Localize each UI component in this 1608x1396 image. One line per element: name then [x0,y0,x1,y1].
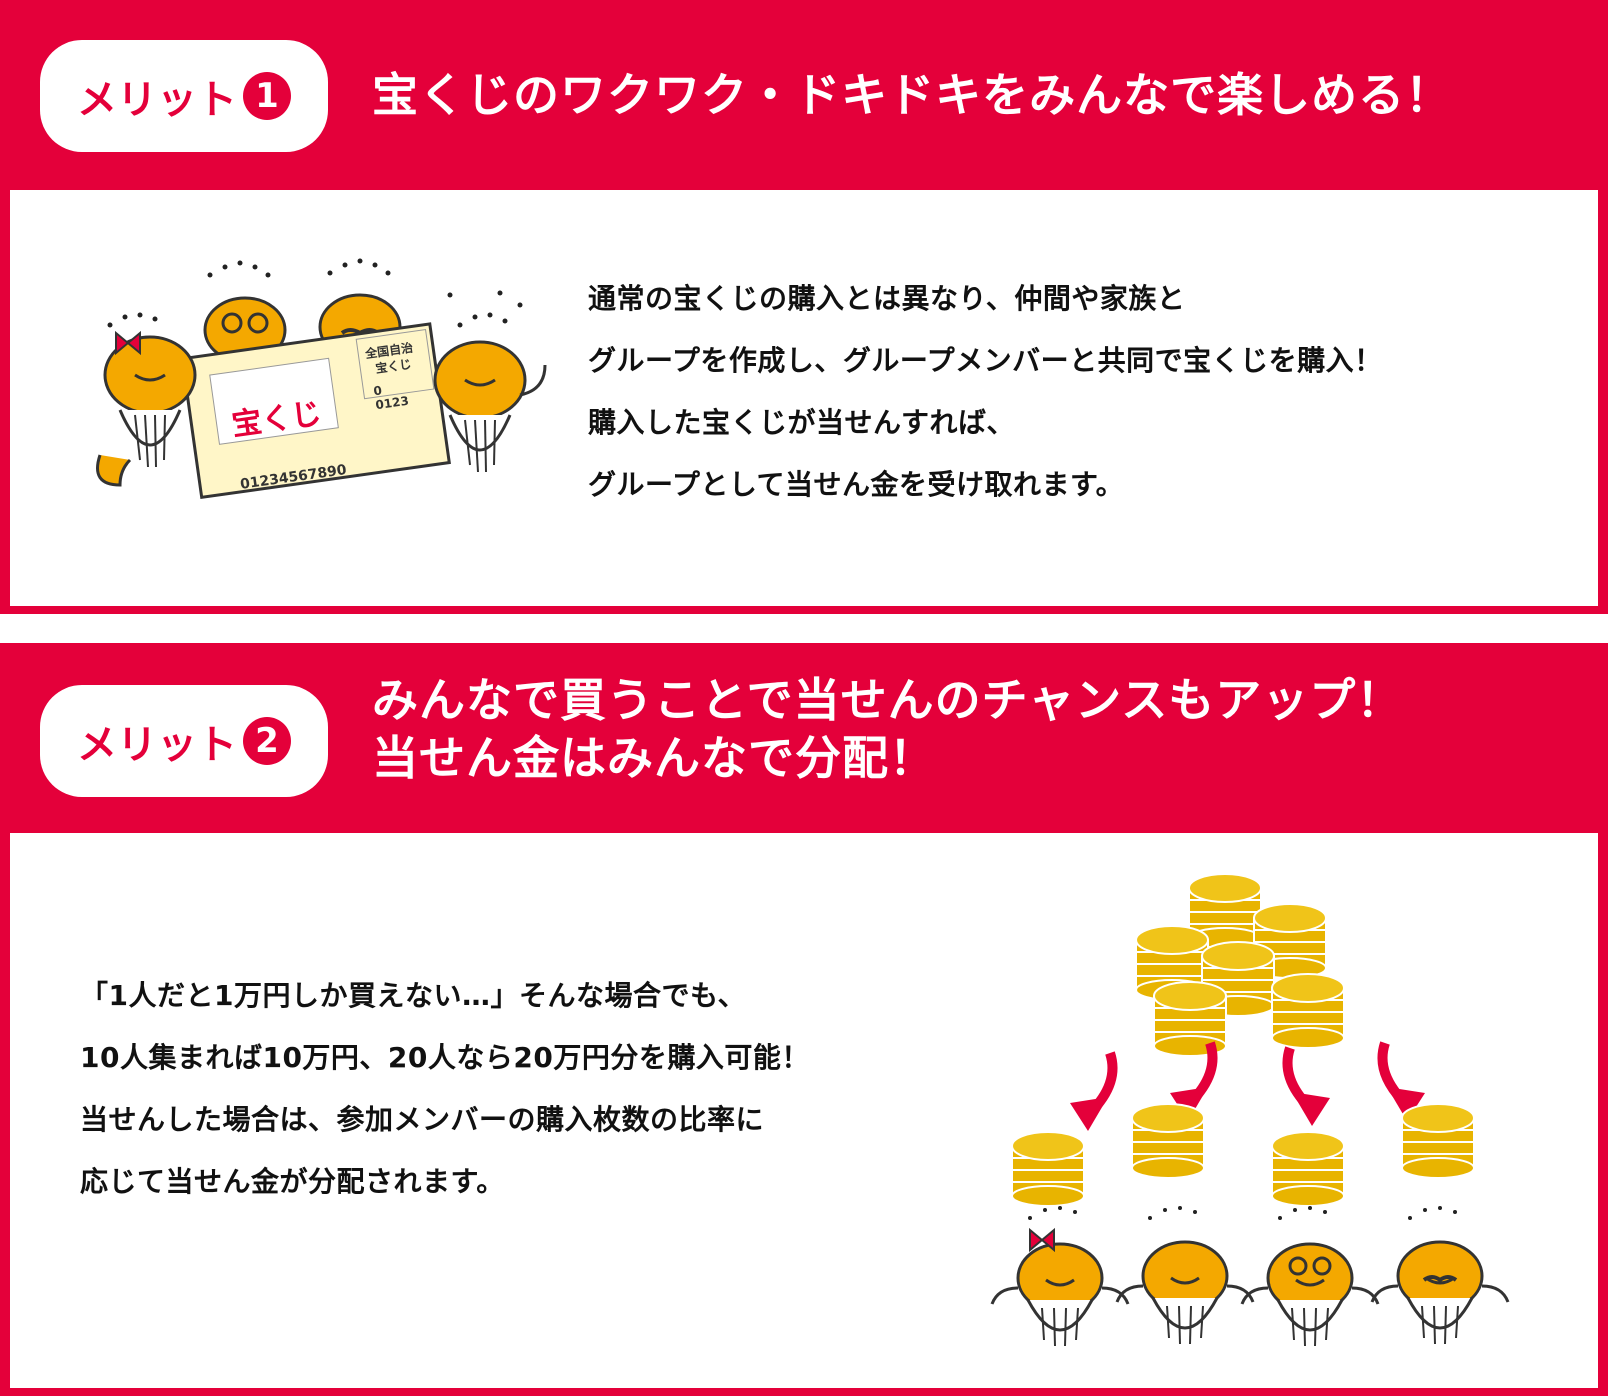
whale-character [990,1242,1130,1348]
coins-distribution-illustration [990,873,1510,1348]
merit-2-description: 「1人だと1万円しか買えない…」そんな場合でも、 10人集まれば10万円、20人… [80,965,810,1213]
merit-1-line-1: 通常の宝くじの購入とは異なり、仲間や家族と [588,282,1186,315]
mustache-icon [1422,1275,1458,1283]
whale-character [1370,1240,1510,1346]
ticket-side-num-2: 0123 [375,394,410,413]
merit-1-badge: メリット 1 [40,40,328,152]
merit-2-heading-line-2: 当せん金はみんなで分配！ [372,731,936,785]
glasses-icon [1288,1256,1308,1276]
merit-2-panel: 「1人だと1万円しか買えない…」そんな場合でも、 10人集まれば10万円、20人… [10,833,1598,1388]
merit-2-badge: メリット 2 [40,685,328,797]
merit-2-heading-line-1: みんなで買うことで当せんのチャンスもアップ！ [372,673,1404,727]
coin-stack [1271,973,1345,1049]
merit-2-line-4: 応じて当せん金が分配されます。 [80,1165,505,1198]
merit-1-line-3: 購入した宝くじが当せんすれば、 [588,406,1015,439]
ticket-side-num-1: 0 [373,383,383,398]
merit-1-heading: 宝くじのワクワク・ドキドキをみんなで楽しめる！ [372,68,1453,122]
merit-2-badge-number: 2 [243,717,291,765]
ticket-side-label-2: 宝くじ [374,356,412,376]
merit-1-description: 通常の宝くじの購入とは異なり、仲間や家族と グループを作成し、グループメンバーと… [588,268,1383,516]
whale-character [1240,1242,1380,1348]
merit-2-section: メリット 2 みんなで買うことで当せんのチャンスもアップ！ 当せん金はみんなで分… [0,643,1608,1396]
merit-2-line-2: 10人集まれば10万円、20人なら20万円分を購入可能！ [80,1041,810,1074]
merit-2-line-3: 当せんした場合は、参加メンバーの購入枚数の比率に [80,1103,765,1136]
coin-stack [1271,1131,1345,1207]
ticket-side-label-1: 全国自治 [363,340,414,362]
coin-stack [1011,1131,1085,1207]
whale-character [1115,1240,1255,1346]
merit-2-line-1: 「1人だと1万円しか買えない…」そんな場合でも、 [80,979,747,1012]
coin-stack [1131,1103,1205,1179]
ribbon-icon [1029,1227,1055,1253]
merit-1-badge-label: メリット [77,77,237,123]
lottery-ticket [180,322,451,500]
merit-1-line-2: グループを作成し、グループメンバーと共同で宝くじを購入！ [588,344,1383,377]
merit-1-badge-number: 1 [243,72,291,120]
red-arrow-icon [1288,1048,1331,1126]
merit-1-section: メリット 1 宝くじのワクワク・ドキドキをみんなで楽しめる！ [0,0,1608,614]
coin-stack [1401,1103,1475,1179]
merit-2-badge-label: メリット [77,722,237,768]
merit-1-line-4: グループとして当せん金を受け取れます。 [588,468,1125,501]
red-arrow-icon [1070,1053,1113,1131]
whales-ticket-illustration: 宝くじ 01234567890 全国自治 宝くじ 0 0123 [96,258,547,500]
merit-1-panel: 宝くじ 01234567890 全国自治 宝くじ 0 0123 通常の宝くじの購… [10,190,1598,606]
glasses-icon [1312,1256,1332,1276]
